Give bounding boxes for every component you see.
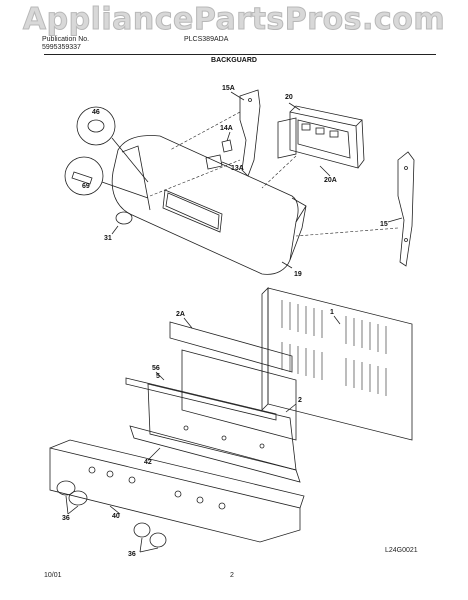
label-20a: 20A [324,177,337,184]
label-5: 5 [156,373,160,380]
knob-31 [111,211,133,235]
manifold-panel-2 [147,383,297,471]
watermark: AppliancePartsPros.com [22,2,446,38]
label-13a: 13A [231,165,244,172]
label-15: 15 [380,221,388,228]
switch-13a-14a [205,131,233,170]
knobs-36-right [133,522,167,553]
header-rule [44,54,436,55]
label-36-right: 36 [128,551,136,558]
rear-panel-1 [261,287,413,441]
footer-date: 10/01 [44,572,62,579]
label-31: 31 [104,235,112,242]
publication-label: Publication No. [42,36,90,43]
bracket-15a [230,89,261,177]
panel-56 [125,371,277,421]
label-42: 42 [144,459,152,466]
label-20: 20 [285,94,293,101]
callout-46 [76,106,149,183]
label-2a: 2A [176,311,185,318]
label-56: 56 [152,365,160,372]
label-46: 46 [92,109,100,116]
label-69: 69 [82,183,90,190]
bracket-15 [387,151,415,267]
control-board-20 [277,102,365,177]
publication-number: 5995359337 [42,44,81,51]
label-2: 2 [298,397,302,404]
label-36-left: 36 [62,515,70,522]
label-15a: 15A [222,85,235,92]
model-number: PLCS389ADA [184,36,229,43]
trim-42 [129,425,301,483]
drawing-code: L24G0021 [385,547,418,554]
panel-2a [169,317,297,441]
label-19: 19 [294,271,302,278]
callout-69 [64,156,149,199]
knobs-36-left [56,480,88,515]
section-title: BACKGUARD [211,57,257,64]
backguard-panel [111,135,307,275]
page-number: 2 [230,572,234,579]
label-1: 1 [330,309,334,316]
control-panel-40 [49,439,305,543]
explode-lines [149,111,399,237]
label-14a: 14A [220,125,233,132]
label-40: 40 [112,513,120,520]
